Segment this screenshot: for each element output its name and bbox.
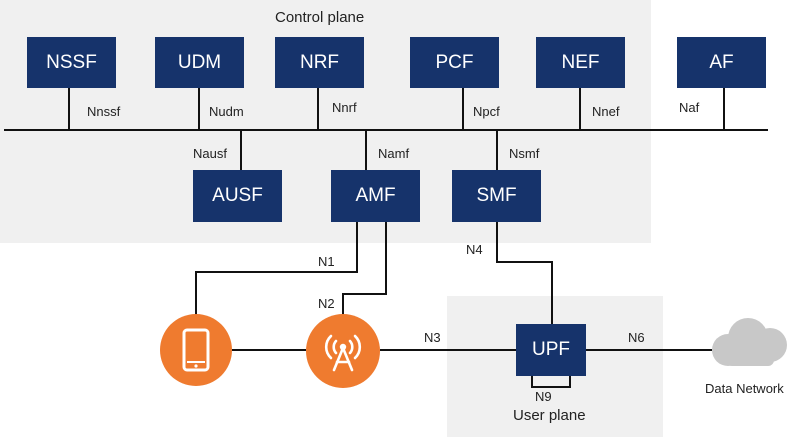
nf-nef-label: NEF: [561, 51, 600, 73]
nf-af-label: AF: [709, 51, 734, 73]
ue-device: [160, 314, 232, 386]
nf-amf: AMF: [331, 170, 420, 222]
nf-amf-label: AMF: [355, 185, 396, 206]
link-label-n3: N3: [424, 330, 441, 345]
interface-label-nnssf: Nnssf: [87, 104, 121, 119]
nf-udm-label: UDM: [177, 51, 222, 73]
nf-udm: UDM: [155, 37, 244, 88]
interface-label-nudm: Nudm: [209, 104, 244, 119]
nf-ausf-label: AUSF: [212, 185, 263, 206]
interface-label-naf: Naf: [679, 100, 700, 115]
control-plane-title: Control plane: [275, 9, 365, 26]
interface-label-nsmf: Nsmf: [509, 146, 540, 161]
antenna-tower-icon: [324, 334, 362, 372]
user-plane-title: User plane: [513, 407, 586, 424]
nf-ausf: AUSF: [193, 170, 282, 222]
interface-label-nausf: Nausf: [193, 146, 227, 161]
nf-nrf: NRF: [275, 37, 364, 88]
interface-label-namf: Namf: [378, 146, 410, 161]
interface-label-npcf: Npcf: [473, 104, 500, 119]
link-label-n6: N6: [628, 330, 645, 345]
nf-upf: UPF: [516, 324, 586, 376]
cloud-icon: [712, 318, 787, 366]
nf-upf-label: UPF: [532, 339, 570, 360]
link-label-n1: N1: [318, 254, 335, 269]
interface-label-nnrf: Nnrf: [332, 100, 357, 115]
nf-pcf: PCF: [410, 37, 499, 88]
nf-af: AF: [677, 37, 766, 88]
interface-label-nnef: Nnef: [592, 104, 620, 119]
gnb-base-station: [306, 314, 380, 388]
link-label-n9: N9: [535, 389, 552, 404]
nf-nef: NEF: [536, 37, 625, 88]
nf-nssf: NSSF: [27, 37, 116, 88]
data-network-label: Data Network: [705, 381, 784, 396]
link-label-n2: N2: [318, 296, 335, 311]
nf-smf: SMF: [452, 170, 541, 222]
nf-nrf-label: NRF: [299, 51, 340, 73]
link-label-n4: N4: [466, 242, 483, 257]
nf-smf-label: SMF: [476, 185, 517, 206]
nf-pcf-label: PCF: [435, 51, 474, 73]
nf-nssf-label: NSSF: [46, 51, 97, 73]
smartphone-icon: [182, 328, 210, 372]
